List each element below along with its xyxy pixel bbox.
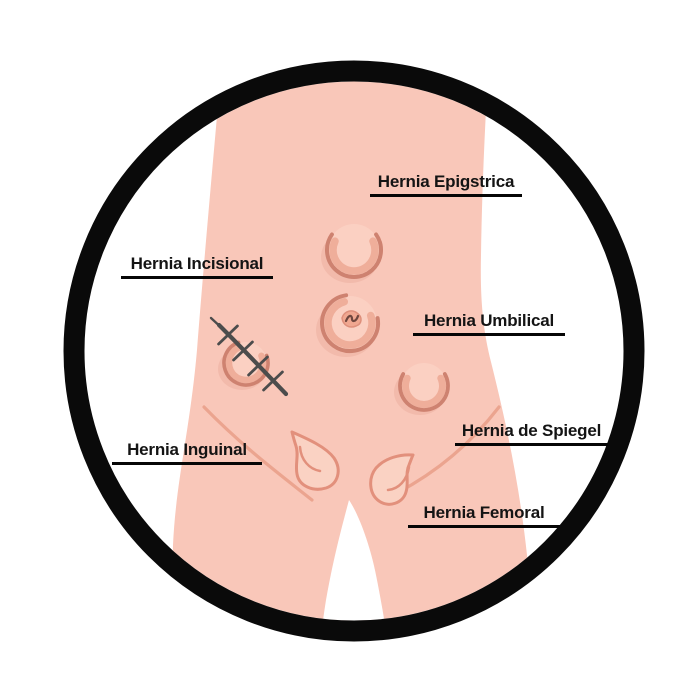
label-hernia-femoral: Hernia Femoral: [408, 503, 560, 528]
incision-scar: [209, 316, 289, 397]
label-hernia-epigastrica: Hernia Epigstrica: [370, 172, 522, 197]
groin-crease-left: [202, 405, 314, 502]
legs-gap: [318, 500, 392, 621]
femoral-hernia-bump: [369, 453, 415, 506]
label-hernia-umbilical: Hernia Umbilical: [413, 311, 565, 336]
clipped-body: [172, 81, 533, 621]
label-hernia-inguinal: Hernia Inguinal: [112, 440, 262, 465]
inguinal-hernia-bump: [290, 430, 340, 491]
umbilical-hernia-bump: [316, 293, 381, 357]
spiegel-hernia-bump: [394, 363, 450, 415]
circle-frame: [63, 60, 645, 642]
groin-crease-right: [395, 405, 501, 495]
torso-skin: [172, 81, 533, 621]
epigastric-hernia-bump: [321, 224, 383, 283]
label-hernia-incisional: Hernia Incisional: [121, 254, 273, 279]
navel-mark: [344, 314, 360, 323]
label-hernia-spiegel: Hernia de Spiegel: [455, 421, 608, 446]
